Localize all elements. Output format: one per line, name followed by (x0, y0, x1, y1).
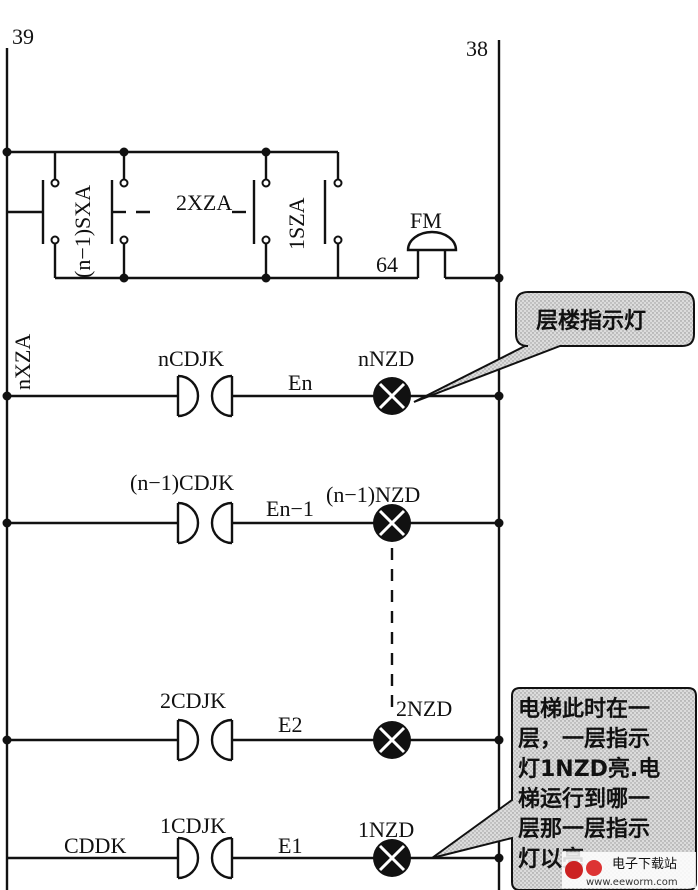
callout-floor-indicator: 层楼指示灯 (413, 291, 695, 403)
lamp-label: 2NZD (396, 696, 452, 721)
right-rail-label: 38 (466, 36, 488, 61)
relay-contact-icon (176, 374, 200, 418)
lamp-label: 1NZD (358, 817, 414, 842)
callout-line: 层那一层指示 (518, 817, 650, 842)
relay-contact-icon (176, 836, 200, 880)
wire-label: En−1 (266, 496, 314, 521)
watermark-url: www.eeworm.com (586, 877, 678, 888)
relay-label: 2CDJK (160, 688, 226, 713)
callout-line: 灯1NZD亮.电 (518, 756, 660, 782)
relay-contact-icon (176, 718, 200, 762)
lamp-label: (n−1)NZD (326, 482, 420, 507)
watermark-logo: 电子下载站 www.eeworm.com (562, 852, 696, 888)
branch-label: nXZA (10, 334, 35, 390)
wire-label: E1 (278, 833, 302, 858)
relay-label: (n−1)CDJK (130, 470, 234, 495)
relay-label: 1CDJK (160, 813, 226, 838)
row-1: 1CDJK E1 1NZD (7, 813, 504, 880)
lamp-label: nNZD (358, 346, 414, 371)
cddk-label: CDDK (64, 833, 126, 858)
wire-64-label: 64 (376, 252, 398, 277)
xza-label: 2XZA (176, 190, 232, 215)
callout-line: 电梯此时在一 (518, 696, 650, 722)
wire-label: En (288, 370, 312, 395)
relay-contact-icon (176, 501, 200, 545)
callout-elevator-description: 电梯此时在一 层，一层指示 灯1NZD亮.电 梯运行到哪一 层那一层指示 灯以亮 (431, 687, 697, 890)
row-2: 2CDJK E2 2NZD (2, 688, 504, 762)
callout-line: 梯运行到哪一 (518, 786, 650, 812)
relay-label: nCDJK (158, 346, 224, 371)
bell-icon (406, 230, 458, 278)
sza-label: 1SZA (284, 197, 309, 250)
switch-block: (n−1)SXA 2XZA 1SZA 64 (2, 147, 504, 283)
row-n: nCDJK En nNZD (2, 346, 504, 418)
bell-label: FM (410, 208, 442, 233)
callout-top-text: 层楼指示灯 (536, 309, 646, 334)
sxa-label: (n−1)SXA (70, 185, 95, 278)
left-rail-label: 39 (12, 24, 34, 49)
wire-label: E2 (278, 712, 302, 737)
watermark-text: 电子下载站 (612, 857, 677, 872)
callout-line: 层，一层指示 (518, 727, 650, 752)
row-n-minus-1: (n−1)CDJK En−1 (n−1)NZD (2, 470, 504, 545)
